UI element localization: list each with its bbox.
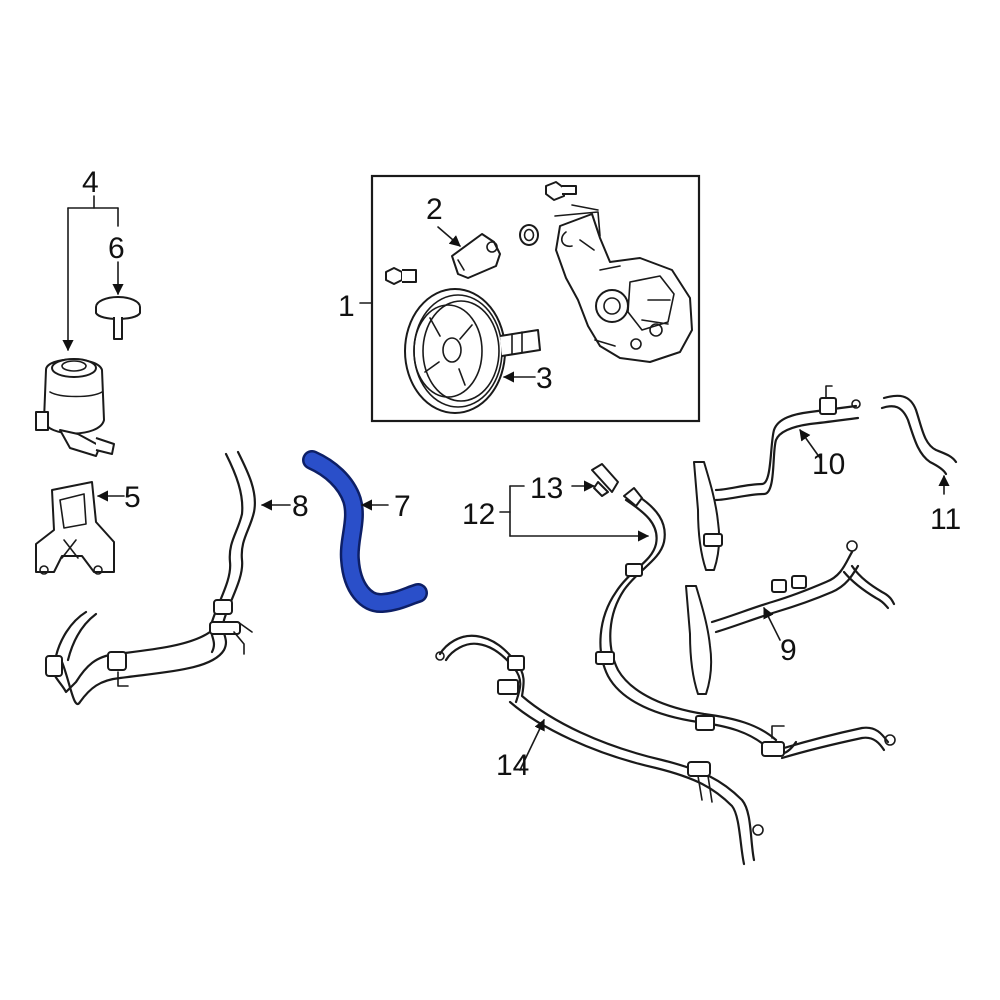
hose-7-highlighted-part[interactable] [302,450,428,613]
pressure-switch-part[interactable] [591,463,619,497]
pump-body-part[interactable] [554,204,693,363]
bracket-part[interactable] [35,481,115,575]
callout-10: 10 [812,448,845,481]
pulley-part[interactable] [404,288,541,414]
callout-5: 5 [124,481,141,514]
callout-8: 8 [292,490,309,523]
callout-13: 13 [530,472,563,505]
callout-14: 14 [496,749,529,782]
callout-3: 3 [536,362,553,395]
reservoir-group [35,195,141,575]
hose-7-fill [304,452,426,611]
pump-assembly-group [359,174,701,423]
tube-9-part[interactable] [685,540,896,695]
hose-8-part[interactable] [45,450,291,706]
callout-12: 12 [462,498,495,531]
pump-assembly-box [370,174,701,423]
callout-6: 6 [108,232,125,265]
return-hose-part[interactable] [435,634,764,866]
o-ring-part[interactable] [519,224,539,246]
bolt-part[interactable] [545,181,577,201]
callout-11: 11 [930,503,961,536]
tube-10-part[interactable] [693,385,861,571]
pressure-hose-part[interactable] [595,487,896,760]
callout-7: 7 [394,490,411,523]
fitting-part[interactable] [451,233,501,279]
callout-1: 1 [338,290,355,323]
pressure-line-group [499,463,896,760]
callout-2: 2 [426,193,443,226]
callout-4: 4 [82,166,99,199]
callout-9: 9 [780,634,797,667]
reservoir-part[interactable] [35,358,115,457]
reservoir-cap-part[interactable] [95,296,141,340]
small-bolt-part[interactable] [385,267,417,285]
hose-11-part[interactable] [880,394,958,495]
